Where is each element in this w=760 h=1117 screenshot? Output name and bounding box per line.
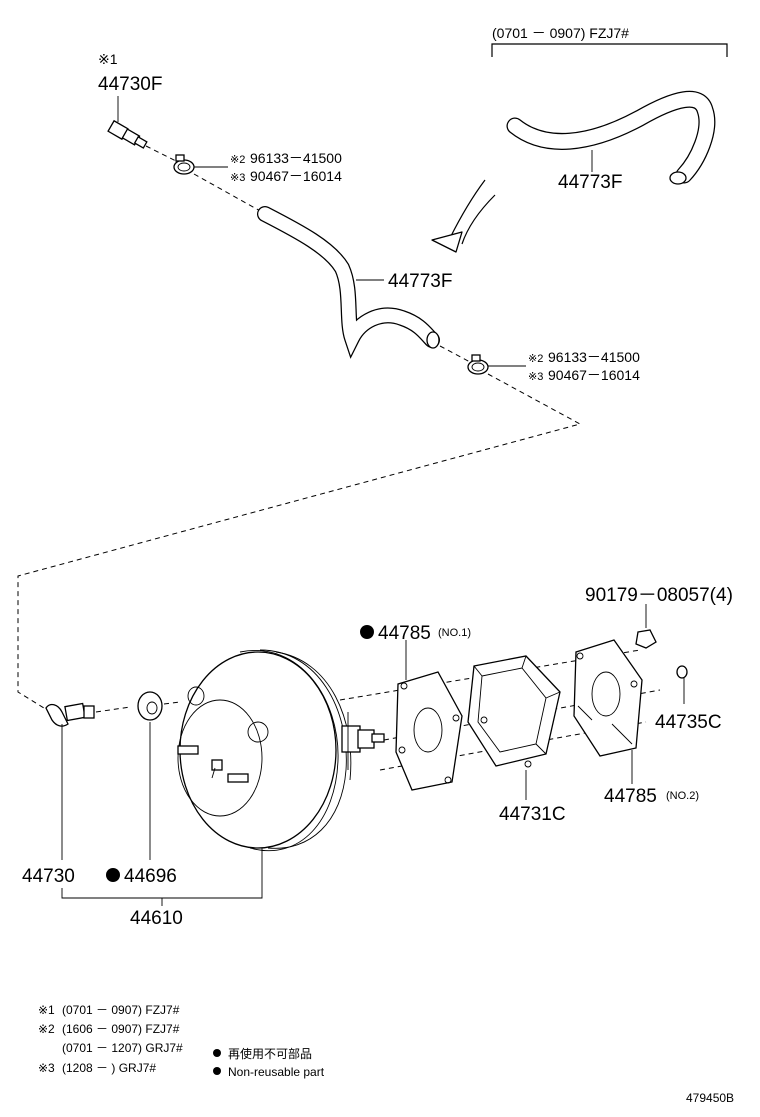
gasket2-note: (NO.2) [666, 790, 699, 802]
footnote-mark-2: ※2 [38, 1022, 55, 1036]
footnote-text-4: (1208 － ) GRJ7# [62, 1061, 156, 1075]
fitting-44730F-label: 44730F [98, 74, 162, 95]
gasket1-label: 44785 [378, 623, 431, 644]
fitting-44730F[interactable] [107, 119, 148, 149]
legend-dot-1 [213, 1049, 221, 1057]
spacer-44731C[interactable] [467, 655, 561, 768]
check-valve-44730[interactable] [45, 702, 95, 727]
main-vacuum-hose[interactable] [257, 206, 440, 359]
clamp2-mark-a: ※2 [528, 353, 543, 365]
clamp1-part-b: 90467－16014 [250, 168, 342, 184]
footnote-text-2: (1606 － 0907) FZJ7# [62, 1022, 180, 1036]
non-reusable-dot-2 [106, 868, 120, 882]
bolt-label: 90179－08057(4) [585, 585, 733, 606]
spacer-label: 44731C [499, 804, 566, 825]
non-reusable-dot-1 [360, 625, 374, 639]
footnotes: ※1 (0701 － 0907) FZJ7# ※2 (1606 － 0907) … [38, 1003, 183, 1075]
clamp1-part-a: 96133－41500 [250, 150, 342, 166]
legend-jp: 再使用不可部品 [228, 1046, 312, 1061]
booster-label: 44610 [130, 908, 183, 929]
gasket2-label: 44785 [604, 786, 657, 807]
footnote-mark-4: ※3 [38, 1061, 55, 1075]
hose-clamp-1[interactable] [173, 154, 195, 175]
gasket-no1[interactable] [395, 671, 463, 791]
gasket-no2[interactable] [573, 639, 643, 757]
legend-en: Non-reusable part [228, 1065, 325, 1079]
hose-clamp-2[interactable] [467, 354, 489, 375]
footnote-mark-1: ※1 [38, 1003, 55, 1017]
legend: 再使用不可部品 Non-reusable part [213, 1046, 325, 1079]
footnote-text-1: (0701 － 0907) FZJ7# [62, 1003, 180, 1017]
nut-44735C[interactable] [676, 665, 688, 679]
main-hose-label: 44773F [388, 271, 452, 292]
nut-label: 44735C [655, 712, 722, 733]
brake-booster-44610[interactable] [177, 649, 385, 852]
upper-vacuum-hose[interactable] [506, 90, 716, 185]
gasket1-note: (NO.1) [438, 627, 471, 639]
legend-dot-2 [213, 1067, 221, 1075]
note-mark-1: ※1 [98, 51, 118, 67]
upper-hose-label: 44773F [558, 172, 622, 193]
variant-bracket: (0701 － 0907) FZJ7# [491, 25, 728, 57]
arrow-icon [431, 179, 496, 253]
footnote-text-3: (0701 － 1207) GRJ7# [62, 1041, 183, 1055]
clamp1-mark-b: ※3 [230, 172, 245, 184]
diagram-id: 479450B [686, 1091, 734, 1105]
grommet-label: 44696 [124, 866, 177, 887]
check-valve-label: 44730 [22, 866, 75, 887]
bolt-90179[interactable] [635, 629, 657, 649]
clamp1-mark-a: ※2 [230, 154, 245, 166]
clamp2-part-b: 90467－16014 [548, 367, 640, 383]
grommet-44696[interactable] [137, 691, 163, 721]
clamp2-mark-b: ※3 [528, 371, 543, 383]
clamp2-part-a: 96133－41500 [548, 349, 640, 365]
variant-range-label: (0701 － 0907) FZJ7# [492, 25, 629, 41]
